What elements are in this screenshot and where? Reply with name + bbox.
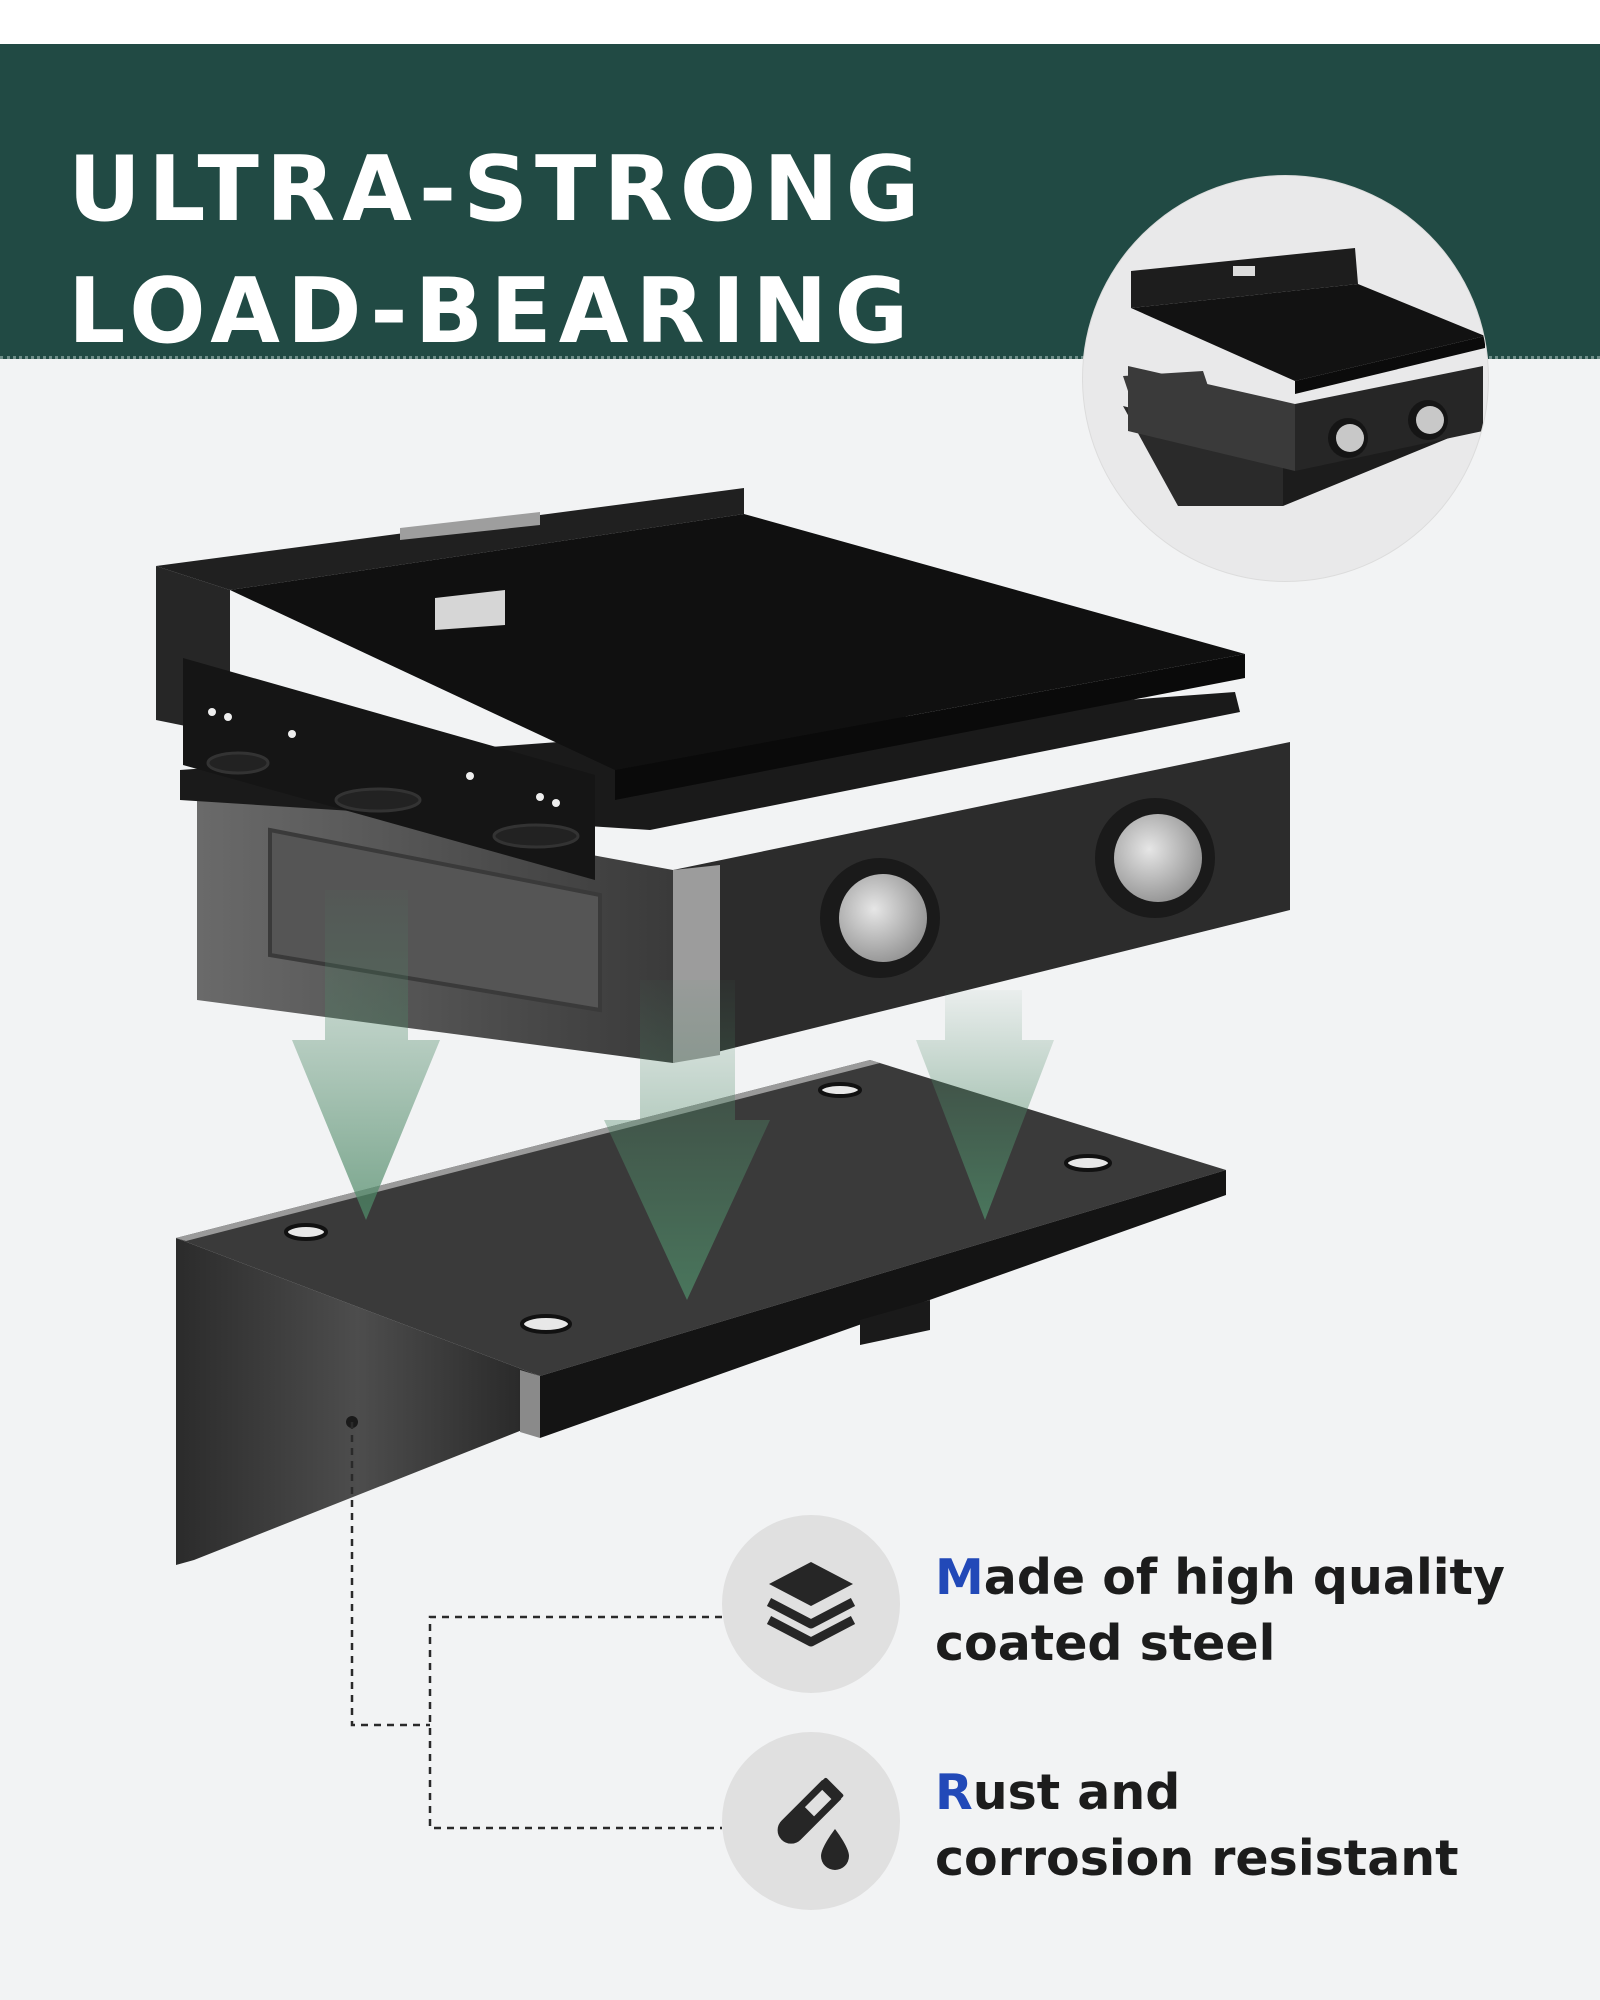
feature-2-first-letter: R	[935, 1764, 973, 1821]
feature-icon-circle	[722, 1515, 900, 1693]
bracket-front-lip	[540, 1170, 1226, 1438]
feature-1-line1: ade of high quality	[983, 1549, 1505, 1606]
bracket-side-wall	[176, 1238, 540, 1565]
bracket-hole	[520, 1314, 572, 1334]
feature-2-line1: ust and	[972, 1764, 1181, 1821]
headline-line-2: LOAD-BEARING	[68, 259, 916, 364]
mounting-rail	[183, 658, 595, 880]
bracket-hole	[818, 1082, 862, 1098]
headline: ULTRA-STRONG LOAD-BEARING	[68, 129, 926, 373]
feature-2-text: Rust and corrosion resistant	[935, 1760, 1459, 1892]
load-arrow	[916, 990, 1054, 1220]
feature-1-first-letter: M	[935, 1549, 984, 1606]
feature-2-line2: corrosion resistant	[935, 1830, 1459, 1887]
feature-1-text: Made of high quality coated steel	[935, 1545, 1505, 1677]
bracket-hole	[1064, 1154, 1112, 1172]
feature-1-line2: coated steel	[935, 1615, 1276, 1672]
load-arrow	[604, 980, 770, 1300]
layers-icon	[766, 1562, 856, 1647]
bracket-hole	[284, 1223, 328, 1241]
griddle-back-wall	[156, 488, 744, 590]
control-knob	[820, 858, 940, 978]
test-tube-drop-icon	[777, 1777, 849, 1870]
load-arrow	[292, 890, 440, 1220]
feature-icon-circle	[722, 1732, 900, 1910]
control-knob	[1095, 798, 1215, 918]
top-strip	[0, 0, 1600, 44]
inset-photo	[1083, 176, 1488, 581]
headline-line-1: ULTRA-STRONG	[68, 137, 927, 242]
product-illustration	[156, 488, 1290, 1565]
griddle-surface	[230, 514, 1245, 770]
